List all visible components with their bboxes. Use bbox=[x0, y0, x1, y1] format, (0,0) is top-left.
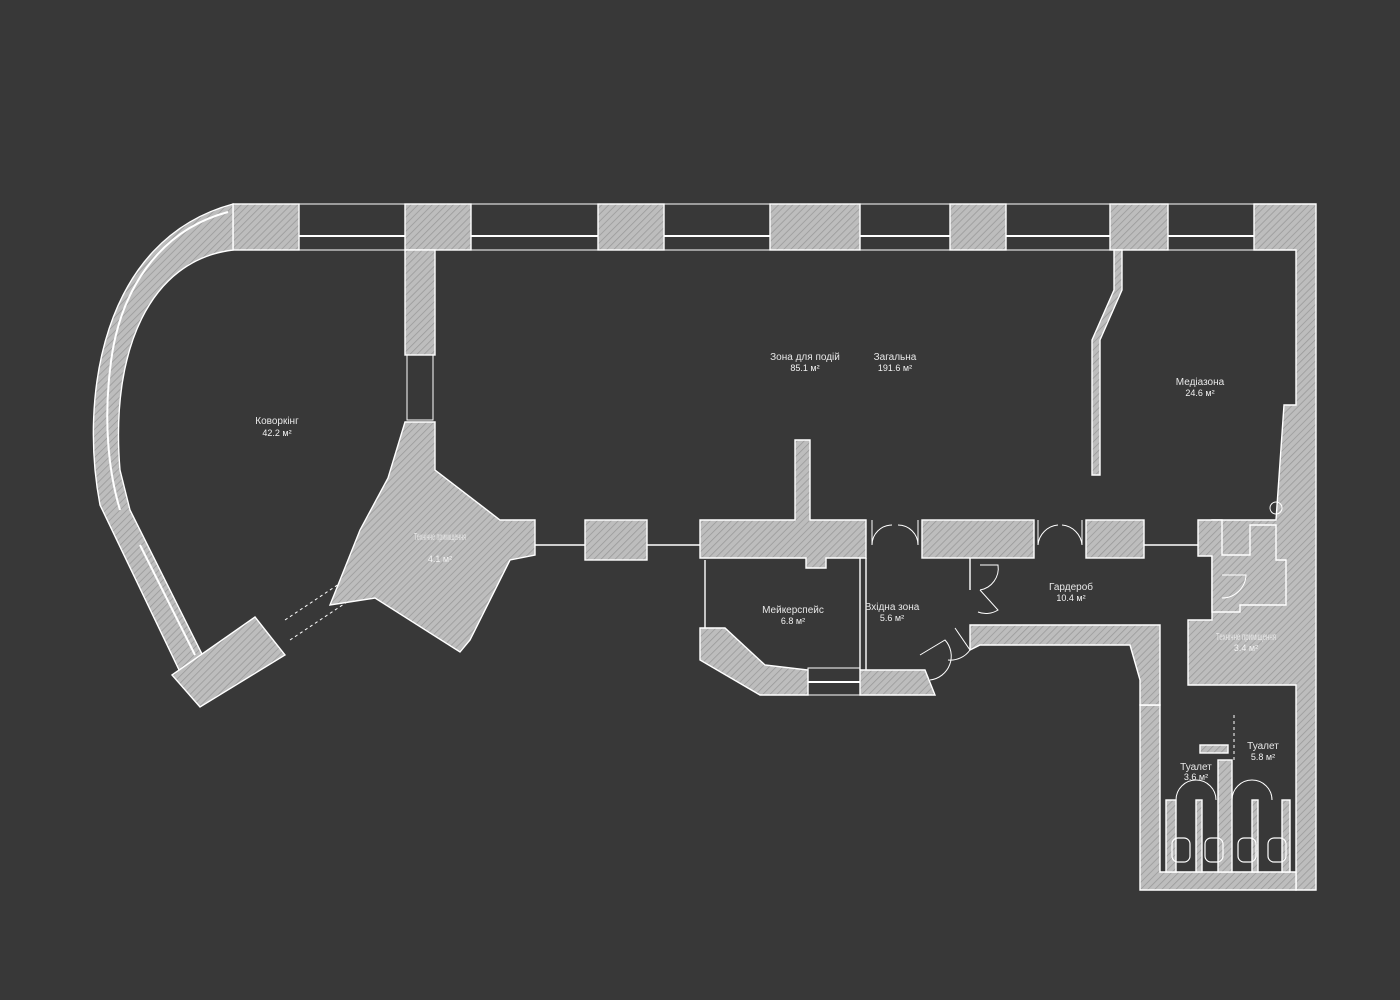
curved-windows bbox=[106, 211, 229, 656]
toilet-partition bbox=[1165, 799, 1177, 873]
wall-pillar bbox=[769, 203, 861, 251]
wall-block bbox=[921, 519, 1035, 559]
wall-pillar bbox=[597, 203, 665, 251]
maker-bottom-wall bbox=[699, 627, 809, 696]
toilet-icon bbox=[1237, 837, 1257, 863]
room-name-maker: Мейкерспейс bbox=[762, 605, 824, 616]
toilet-partition bbox=[1195, 799, 1203, 873]
wall-block bbox=[584, 519, 648, 561]
room-name-total: Загальна bbox=[874, 352, 917, 363]
wall-pillar bbox=[949, 203, 1007, 251]
wall-vertical bbox=[404, 249, 436, 356]
tech-room-wall bbox=[328, 421, 536, 653]
toilet-icon bbox=[1204, 837, 1224, 863]
room-area-maker: 6.8 м² bbox=[781, 616, 805, 626]
room-area-entry: 5.6 м² bbox=[880, 613, 904, 623]
room-name-media: Медіазона bbox=[1176, 377, 1225, 388]
toilet-partition bbox=[1281, 799, 1291, 873]
room-name-wc2: Туалет bbox=[1247, 741, 1279, 752]
wall-pillar bbox=[1109, 203, 1169, 251]
coworking-bottom-wall bbox=[170, 616, 287, 708]
wardrobe-bottom-wall bbox=[969, 624, 1161, 706]
room-labels: Коворкінг 42.2 м² Зона для подій 85.1 м²… bbox=[255, 352, 1279, 782]
top-windows bbox=[298, 203, 1255, 251]
wall-pillar bbox=[232, 203, 300, 251]
media-partition bbox=[1091, 249, 1123, 476]
room-area-wc1: 3.6 м² bbox=[1184, 772, 1208, 782]
room-name-entry: Вхідна зона bbox=[865, 602, 920, 613]
entry-bottom-wall bbox=[859, 669, 937, 696]
wall-block bbox=[1085, 519, 1145, 559]
toilet-icon bbox=[1267, 837, 1287, 863]
room-name-events: Зона для подій bbox=[770, 352, 840, 363]
interior-walls bbox=[328, 249, 1291, 873]
toilet-partition bbox=[1199, 744, 1229, 754]
toilet-partition bbox=[1217, 759, 1233, 873]
toilet-fixtures bbox=[1171, 837, 1287, 863]
room-name-wc1: Туалет bbox=[1180, 762, 1212, 773]
room-area-events: 85.1 м² bbox=[790, 363, 819, 373]
room-area-wc2: 5.8 м² bbox=[1251, 752, 1275, 762]
toilet-icon bbox=[1171, 837, 1191, 863]
room-area-media: 24.6 м² bbox=[1185, 388, 1214, 398]
room-area-tech1: 4.1 м² bbox=[428, 554, 452, 564]
central-column-wall bbox=[699, 439, 867, 569]
room-area-coworking: 42.2 м² bbox=[262, 428, 291, 438]
tech2-wall bbox=[1197, 519, 1287, 613]
wall-pillar bbox=[404, 203, 472, 251]
doors bbox=[871, 501, 1283, 801]
room-area-total: 191.6 м² bbox=[878, 363, 912, 373]
room-name-tech2: Технічне приміщення bbox=[1216, 632, 1276, 643]
room-name-coworking: Коворкінг bbox=[255, 416, 299, 427]
room-area-wardrobe: 10.4 м² bbox=[1056, 593, 1085, 603]
room-name-tech1: Технічне приміщення bbox=[414, 532, 466, 543]
room-area-tech2: 3.4 м² bbox=[1234, 643, 1258, 653]
toilet-partition bbox=[1251, 799, 1259, 873]
room-name-wardrobe: Гардероб bbox=[1049, 581, 1093, 593]
curved-wall bbox=[92, 203, 234, 673]
